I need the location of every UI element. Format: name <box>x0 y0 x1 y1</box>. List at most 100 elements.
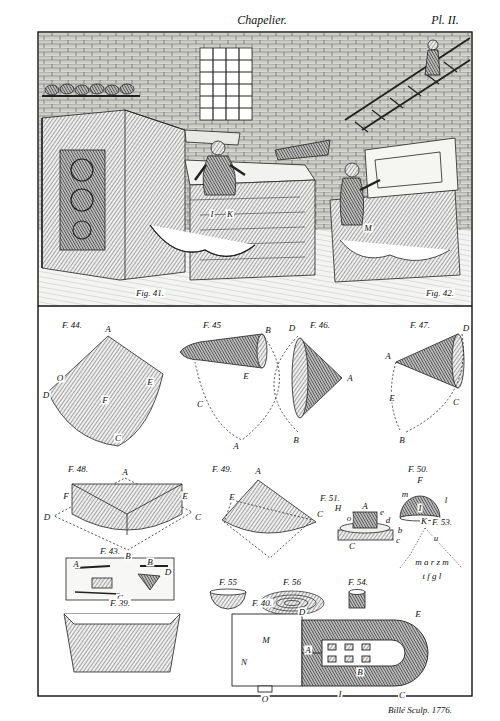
fig40-furnace-plan-part <box>328 656 336 662</box>
fig49-folded-felt-part <box>222 480 316 533</box>
workshop-scene <box>39 33 471 305</box>
figure-number: F. 40. <box>251 599 273 608</box>
fig40-furnace-plan-part <box>258 686 272 692</box>
workshop-scene-part <box>45 84 134 95</box>
fig40-furnace-plan-part <box>362 656 370 662</box>
workshop-scene-part <box>150 225 255 256</box>
part-letter: m a r z m <box>414 558 450 567</box>
part-letter: o <box>346 514 353 523</box>
part-letter: E <box>228 493 236 502</box>
fig40-furnace-plan-part <box>362 644 370 650</box>
figure-number: F. 39. <box>109 599 131 608</box>
part-letter: D <box>42 391 51 400</box>
fig43-tool-box-part <box>75 592 120 594</box>
workshop-scene-part-part <box>105 85 119 95</box>
part-letter: C <box>398 691 406 700</box>
workshop-scene-part <box>425 50 440 75</box>
plate-frame-part <box>38 32 472 696</box>
figure-number: F. 55 <box>218 578 238 587</box>
workshop-scene-part <box>42 95 140 97</box>
workshop-scene-part-part <box>120 84 134 94</box>
fig45-horn <box>180 334 279 440</box>
figure-number: F. 50. <box>407 465 429 474</box>
part-letter: A <box>104 325 112 334</box>
figure-number: F. 51. <box>319 494 341 503</box>
fig55-bowl-part <box>210 589 246 595</box>
part-letter: C <box>348 542 356 551</box>
fig51-hat-block <box>338 512 393 540</box>
figure-number: F. 56 <box>282 578 302 587</box>
part-letter: E <box>414 610 422 619</box>
workshop-scene-part <box>345 38 470 120</box>
fig39-vat-part <box>64 614 180 672</box>
fig43-tool-box-part <box>138 574 160 590</box>
part-letter: C <box>316 510 324 519</box>
workshop-scene-part <box>125 110 185 280</box>
fig43-tool-box-part <box>75 566 168 568</box>
part-letter: B <box>146 558 154 567</box>
workshop-scene-part <box>275 140 330 160</box>
workshop-scene-part <box>73 221 91 239</box>
fig45-horn-part <box>195 334 279 440</box>
workshop-scene-part <box>60 150 105 250</box>
workshop-scene-part <box>340 240 450 260</box>
part-letter: B <box>264 326 272 335</box>
part-letter: F <box>416 476 424 485</box>
figure-number: F. 49. <box>211 465 233 474</box>
fig40-furnace-plan-part <box>232 614 302 686</box>
workshop-scene-part <box>41 118 43 268</box>
fig45-horn-part <box>180 334 262 368</box>
fig56-coil-part <box>276 598 308 608</box>
figure-number: F. 47. <box>409 321 431 330</box>
part-letter: c <box>395 536 401 545</box>
fig48-folded-felt-part <box>72 484 182 535</box>
part-letter: A <box>361 502 369 511</box>
part-letter: A <box>232 442 240 451</box>
workshop-scene-part-part <box>60 84 74 94</box>
workshop-scene-part <box>200 48 252 120</box>
fig43-tool-box-part <box>92 578 112 588</box>
part-letter: I <box>210 210 215 219</box>
fig54-cylinder-part <box>349 590 365 595</box>
figure-number: F. 54. <box>347 578 369 587</box>
workshop-scene-part <box>185 130 240 145</box>
part-letter: I <box>338 690 343 699</box>
part-letter: B <box>356 668 364 677</box>
part-letter: C <box>196 400 204 409</box>
fig48-folded-felt <box>54 478 192 550</box>
fig46-cone <box>274 336 342 432</box>
workshop-scene-part <box>71 189 93 211</box>
part-letter: A <box>72 560 80 569</box>
workshop-scene-part <box>203 156 236 195</box>
fig40-furnace-plan-part <box>345 656 353 662</box>
fig40-furnace-plan-part <box>322 640 405 666</box>
fig55-bowl <box>210 589 246 609</box>
part-letter: u <box>433 534 440 543</box>
fig47-cone-part <box>452 334 464 388</box>
part-letter: I <box>418 504 423 513</box>
part-letter: D <box>164 568 173 577</box>
fig40-furnace-plan-part <box>302 620 428 686</box>
workshop-scene-part-part <box>90 84 104 94</box>
part-letter: N <box>240 658 248 667</box>
part-letter: b <box>397 526 404 535</box>
workshop-scene-part <box>362 60 470 130</box>
part-letter: C <box>114 434 122 443</box>
workshop-scene-part <box>365 138 458 198</box>
plate-frame-part <box>38 305 472 306</box>
fig53-scheme <box>400 528 462 568</box>
fig46-cone-part <box>274 336 298 432</box>
part-letter: D <box>462 324 471 333</box>
fig49-folded-felt-part <box>224 500 312 558</box>
fig53-scheme-part <box>400 528 462 568</box>
fig47-cone <box>391 334 464 432</box>
fig56-coil-part <box>268 595 316 611</box>
part-letter: O <box>56 374 65 383</box>
part-letter: B <box>124 552 132 561</box>
part-letter: A <box>304 646 312 655</box>
part-letter: A <box>346 374 354 383</box>
workshop-scene-part <box>150 225 255 256</box>
figure-number: F. 46. <box>309 321 331 330</box>
